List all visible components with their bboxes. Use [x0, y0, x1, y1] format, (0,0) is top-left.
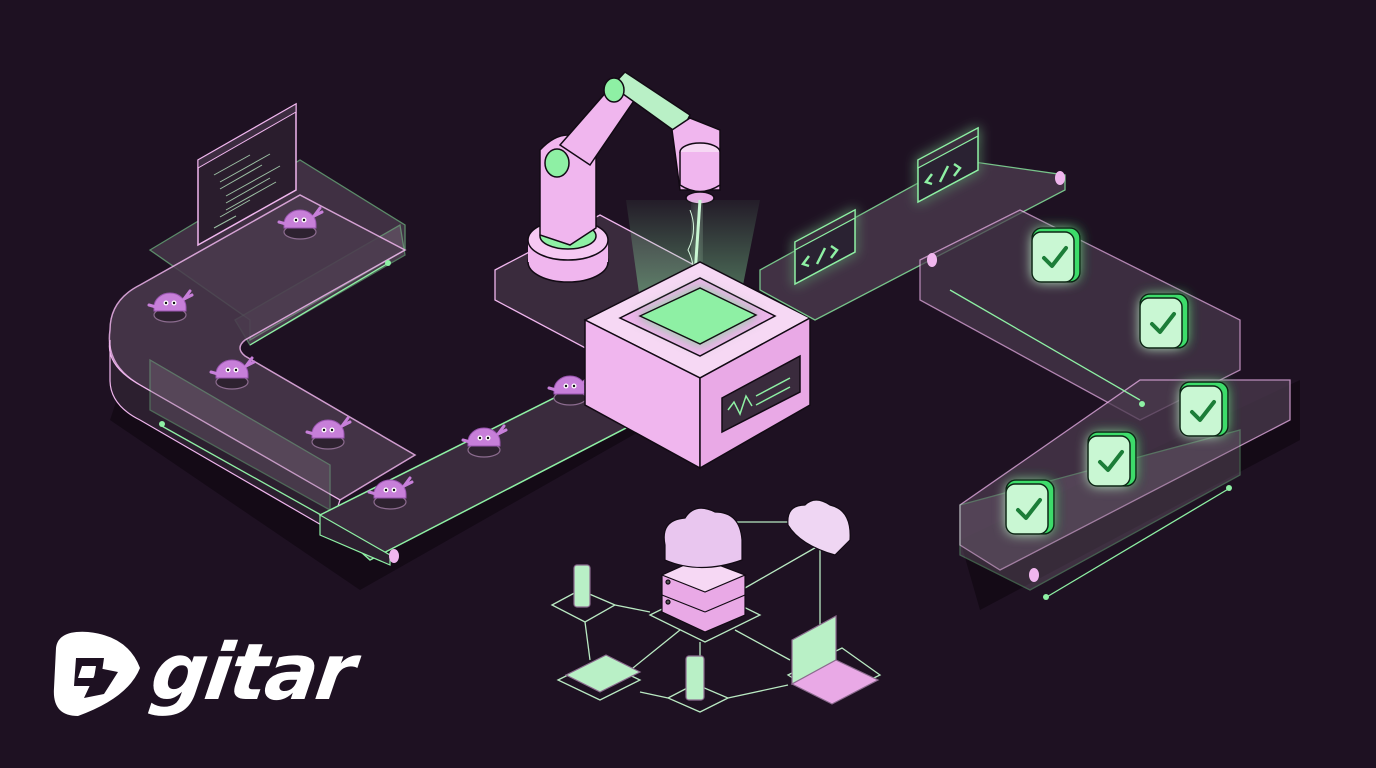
guitar-pick-g-icon — [53, 631, 140, 716]
check-icon — [1030, 226, 1082, 284]
deployment-network — [550, 499, 882, 713]
server-icon — [660, 557, 747, 633]
code-editor-window — [197, 102, 297, 247]
check-icon — [1004, 478, 1056, 536]
processing-box — [583, 261, 812, 470]
phone-icon — [573, 564, 591, 608]
laptop-icon — [790, 614, 880, 705]
robot-arm — [527, 71, 721, 283]
phone-icon — [685, 655, 705, 701]
check-icon — [1178, 380, 1230, 438]
cloud-icon — [787, 499, 851, 556]
brand-name: gitar — [145, 628, 360, 718]
tablet-icon — [564, 654, 642, 693]
check-icon — [1086, 430, 1138, 488]
check-icon — [1138, 292, 1190, 350]
cloud-icon — [663, 507, 743, 569]
brand-logo: gitar — [48, 628, 359, 718]
